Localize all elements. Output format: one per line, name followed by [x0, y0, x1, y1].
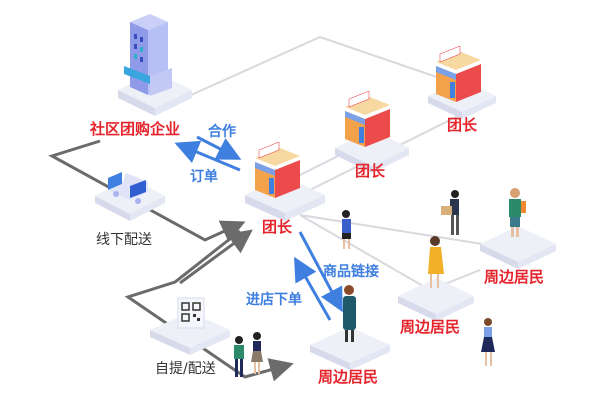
store-icon-mid — [345, 90, 390, 147]
leader-top-label: 团长 — [447, 116, 478, 134]
person-icon-couple — [234, 332, 263, 377]
store-icon-main — [255, 141, 300, 198]
flow-arrows — [174, 135, 343, 321]
resident-right-label: 周边居民 — [484, 268, 545, 286]
delivery-truck-icon — [108, 172, 148, 204]
store-order-edge-label: 进店下单 — [246, 292, 302, 308]
cooperate-edge-label: 合作 — [208, 124, 236, 140]
person-icon-woman-blue — [342, 210, 351, 249]
enterprise-label: 社区团购企业 — [90, 120, 181, 138]
product-link-edge-label: 商品链接 — [323, 264, 379, 280]
pickup-delivery-label: 自提/配送 — [155, 361, 216, 377]
person-icon-woman-skirt — [481, 318, 495, 366]
person-icon-woman-yellow — [428, 236, 444, 288]
leader-mid-label: 团长 — [355, 162, 386, 180]
person-icon-boy-backpack — [509, 188, 526, 237]
qr-code-icon — [177, 297, 205, 329]
resident-right-platform — [480, 226, 556, 269]
resident-mid-platform — [398, 278, 474, 321]
order-edge-label: 订单 — [190, 169, 218, 185]
person-icon-man-box — [441, 190, 459, 235]
resident-bottom-platform — [310, 327, 390, 370]
resident-mid-label: 周边居民 — [400, 318, 461, 336]
office-building-icon — [124, 14, 172, 96]
qr-platform — [150, 312, 230, 355]
resident-bottom-label: 周边居民 — [318, 368, 379, 386]
person-icon-man-coat — [343, 285, 356, 342]
store-icon-top — [436, 45, 481, 102]
offline-delivery-label: 线下配送 — [96, 232, 152, 248]
leader-main-label: 团长 — [262, 218, 293, 236]
